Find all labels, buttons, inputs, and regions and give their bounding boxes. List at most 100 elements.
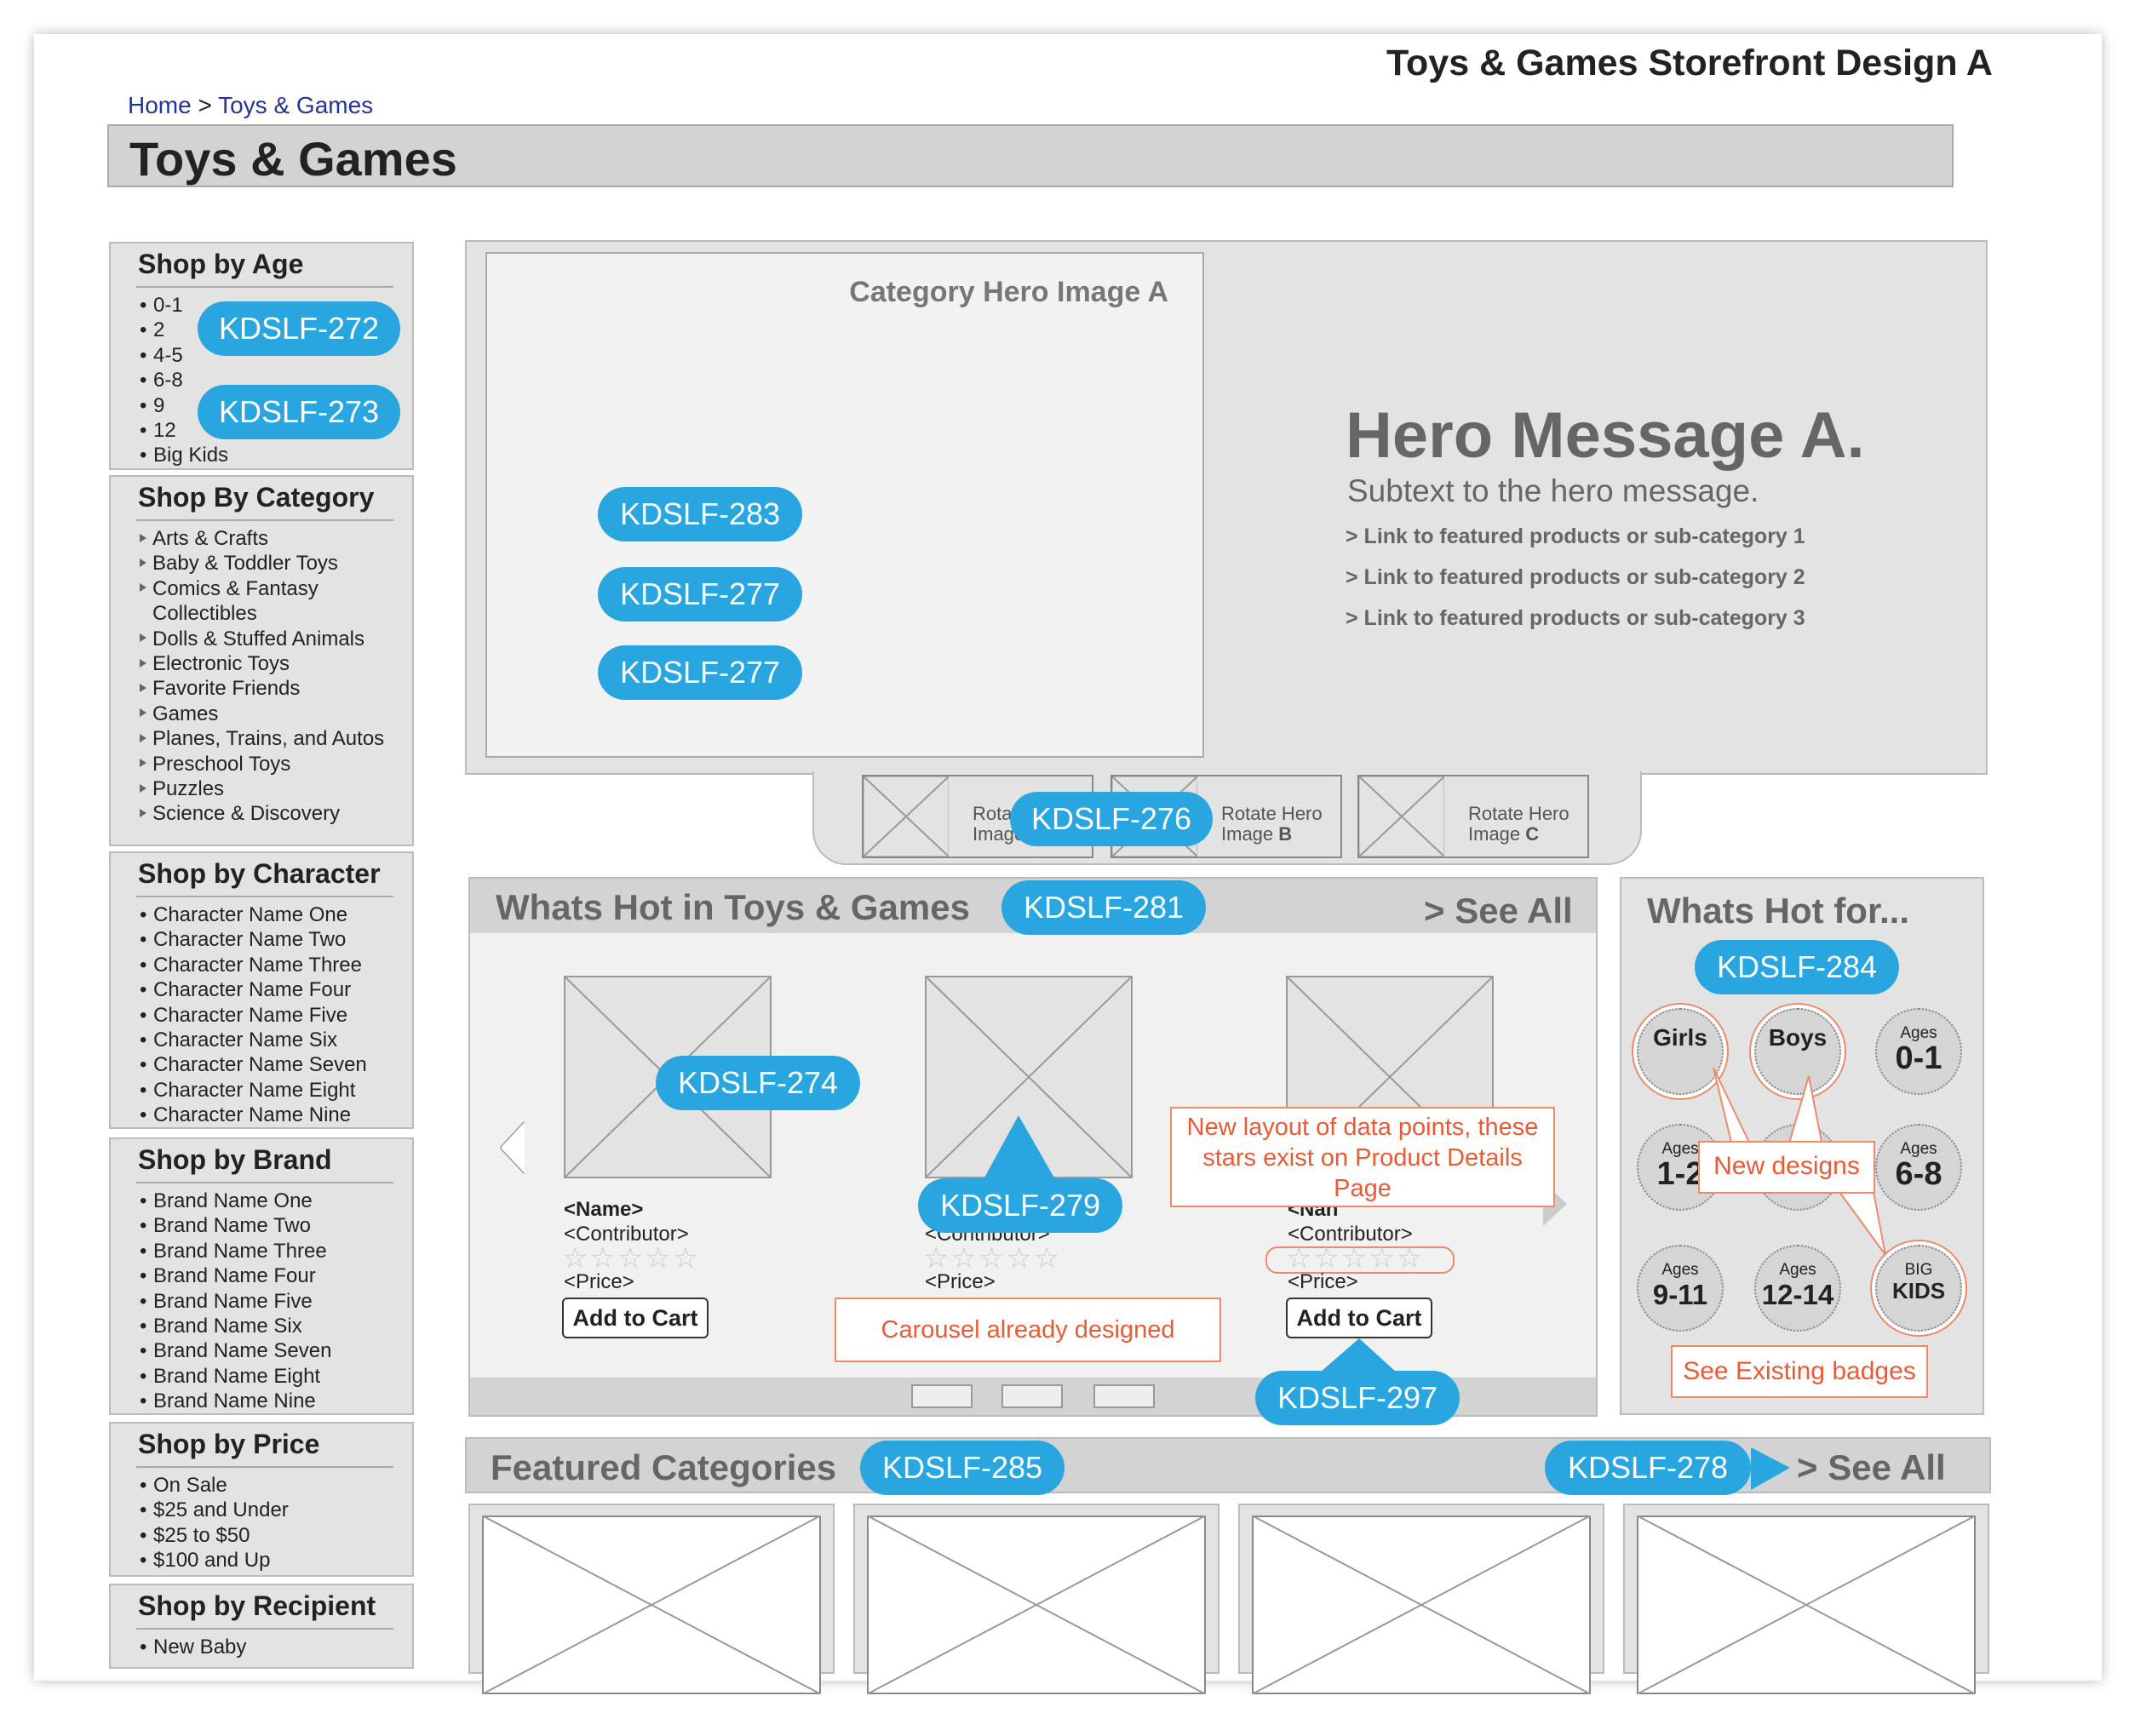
ticket-kdslf-273[interactable]: KDSLF-273 <box>198 385 400 439</box>
breadcrumb-home-link[interactable]: Home <box>128 92 192 118</box>
featured-category-2[interactable] <box>853 1504 1219 1694</box>
dot-bullet-icon: • <box>140 1314 147 1338</box>
sidebar-link[interactable]: •Character Name Eight <box>140 1078 367 1103</box>
sidebar-link-label: Brand Name Six <box>153 1314 302 1338</box>
ticket-kdslf-284[interactable]: KDSLF-284 <box>1695 940 1899 994</box>
sidebar-link[interactable]: •$25 to $50 <box>140 1523 289 1548</box>
dot-bullet-icon: • <box>140 1498 147 1522</box>
sidebar-link[interactable]: •Big Kids <box>140 443 228 467</box>
breadcrumb-current-link[interactable]: Toys & Games <box>218 92 374 118</box>
badge-girls[interactable]: Girls <box>1637 1008 1724 1095</box>
sidebar-link[interactable]: •Character Name One <box>140 902 367 927</box>
sidebar-link[interactable]: •Character Name Three <box>140 953 367 977</box>
ticket-kdslf-279[interactable]: KDSLF-279 <box>918 1178 1122 1233</box>
sidebar-link[interactable]: •Character Name Two <box>140 927 367 952</box>
sidebar-link-label: Character Name Six <box>153 1028 338 1051</box>
hero-link-2[interactable]: > Link to featured products or sub-categ… <box>1346 565 1805 589</box>
sidebar-link[interactable]: •$100 and Up <box>140 1548 289 1573</box>
sidebar-link[interactable]: Baby & Toddler Toys <box>140 551 384 576</box>
product-1-name[interactable]: <Name> <box>564 1198 644 1221</box>
sidebar-link[interactable]: •0-1 <box>140 293 228 318</box>
ticket-kdslf-272[interactable]: KDSLF-272 <box>198 301 400 356</box>
sidebar-link[interactable]: Arts & Crafts <box>140 526 384 551</box>
sidebar-link[interactable]: •Character Name Five <box>140 1003 367 1028</box>
sidebar-link[interactable]: •On Sale <box>140 1473 289 1498</box>
sidebar-link[interactable]: •Brand Name Four <box>140 1263 331 1288</box>
sidebar-link[interactable]: •Character Name Seven <box>140 1052 367 1077</box>
sidebar-link[interactable]: Collectibles <box>140 601 384 626</box>
ticket-kdslf-277-b[interactable]: KDSLF-277 <box>598 645 802 700</box>
carousel-page-2[interactable] <box>1001 1384 1063 1408</box>
badge-boys[interactable]: Boys <box>1754 1008 1841 1095</box>
featured-category-1[interactable] <box>468 1504 835 1694</box>
shop-by-category-title: Shop By Category <box>138 482 375 513</box>
ticket-kdslf-276[interactable]: KDSLF-276 <box>1010 792 1213 846</box>
carousel-page-3[interactable] <box>1093 1384 1155 1408</box>
sidebar-link[interactable]: •Character Name Four <box>140 977 367 1002</box>
ticket-kdslf-297[interactable]: KDSLF-297 <box>1255 1371 1460 1425</box>
featured-category-3[interactable] <box>1238 1504 1604 1694</box>
shop-by-character-panel: Shop by Character •Character Name One•Ch… <box>109 851 414 1129</box>
ticket-kdslf-278[interactable]: KDSLF-278 <box>1545 1441 1751 1495</box>
sidebar-link[interactable]: •6-8 <box>140 368 228 392</box>
featured-see-all[interactable]: > See All <box>1797 1447 1946 1487</box>
sidebar-link[interactable]: •2 <box>140 318 228 342</box>
sidebar-link[interactable]: •12 <box>140 418 228 443</box>
sidebar-link[interactable]: Preschool Toys <box>140 752 384 776</box>
ticket-kdslf-274[interactable]: KDSLF-274 <box>656 1056 860 1110</box>
sidebar-link[interactable]: •9 <box>140 393 228 418</box>
ticket-kdslf-285[interactable]: KDSLF-285 <box>860 1441 1064 1495</box>
page-title: Toys & Games <box>129 132 457 186</box>
sidebar-link[interactable]: •4-5 <box>140 343 228 368</box>
sidebar-link-label: Planes, Trains, and Autos <box>152 727 385 751</box>
sidebar-link[interactable]: •$25 and Under <box>140 1498 289 1522</box>
featured-category-4[interactable] <box>1623 1504 1989 1694</box>
ticket-kdslf-283[interactable]: KDSLF-283 <box>598 487 802 541</box>
carousel-page-1[interactable] <box>911 1384 973 1408</box>
sidebar-link[interactable]: •Brand Name Eight <box>140 1364 331 1389</box>
sidebar-link[interactable]: Puzzles <box>140 776 384 801</box>
hero-link-1[interactable]: > Link to featured products or sub-categ… <box>1346 524 1805 548</box>
sidebar-link[interactable]: •Character Name Six <box>140 1028 367 1052</box>
sidebar-link-label: 6-8 <box>153 369 183 392</box>
sidebar-link[interactable]: •Brand Name Three <box>140 1239 331 1263</box>
hero-image-placeholder[interactable]: Category Hero Image A <box>485 252 1204 758</box>
sidebar-link[interactable]: Favorite Friends <box>140 676 384 701</box>
thumb-b-line1: Rotate Hero <box>1221 803 1323 824</box>
sidebar-link-label: Character Name Two <box>153 928 347 952</box>
annotation-new-layout: New layout of data points, these stars e… <box>1170 1107 1555 1207</box>
sidebar-link[interactable]: Comics & Fantasy <box>140 576 384 601</box>
sidebar-link[interactable]: •Character Name Nine <box>140 1103 367 1127</box>
sidebar-link[interactable]: •Brand Name Two <box>140 1213 331 1238</box>
product-1-add-to-cart-button[interactable]: Add to Cart <box>562 1298 709 1338</box>
arrow-bullet-icon <box>140 733 146 742</box>
hero-link-3[interactable]: > Link to featured products or sub-categ… <box>1346 606 1805 630</box>
sidebar-link[interactable]: Dolls & Stuffed Animals <box>140 627 384 651</box>
whats-hot-for-title: Whats Hot for... <box>1647 891 1909 931</box>
sidebar-link[interactable]: Electronic Toys <box>140 651 384 676</box>
ticket-kdslf-281[interactable]: KDSLF-281 <box>1001 880 1206 935</box>
sidebar-link[interactable]: •New Baby <box>140 1635 246 1659</box>
sidebar-link[interactable]: •Brand Name Six <box>140 1314 331 1338</box>
sidebar-link[interactable]: •Brand Name Seven <box>140 1338 331 1363</box>
hero-subtext: Subtext to the hero message. <box>1347 473 1759 508</box>
product-3-add-to-cart-button[interactable]: Add to Cart <box>1286 1298 1432 1338</box>
sidebar-link[interactable]: Games <box>140 702 384 726</box>
dot-bullet-icon: • <box>140 1549 147 1573</box>
ticket-kdslf-277-a[interactable]: KDSLF-277 <box>598 567 802 622</box>
shop-by-character-title: Shop by Character <box>138 858 381 889</box>
carousel-prev-arrow[interactable] <box>501 1122 525 1173</box>
sidebar-link[interactable]: Science & Discovery <box>140 801 384 826</box>
sidebar-link[interactable]: •Brand Name One <box>140 1189 331 1213</box>
sidebar-link[interactable]: •Brand Name Five <box>140 1289 331 1314</box>
product-image-2[interactable] <box>925 976 1133 1178</box>
whats-hot-see-all[interactable]: > See All <box>1424 891 1573 931</box>
sidebar-link[interactable]: Planes, Trains, and Autos <box>140 726 384 751</box>
sidebar-link[interactable]: •Brand Name Nine <box>140 1389 331 1413</box>
